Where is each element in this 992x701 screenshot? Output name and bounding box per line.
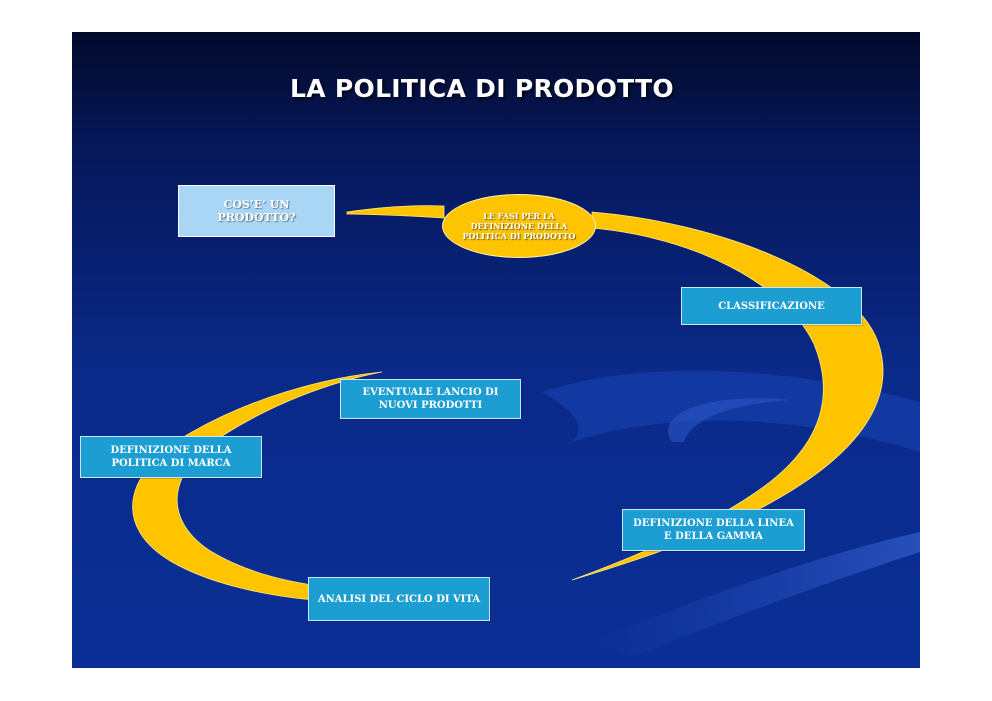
step-box-brand-policy: DEFINIZIONE DELLA POLITICA DI MARCA [80, 436, 262, 478]
step-box-line-and-range: DEFINIZIONE DELLA LINEA E DELLA GAMMA [622, 509, 805, 551]
step-box-classification: CLASSIFICAZIONE [681, 287, 862, 325]
step-box-life-cycle: ANALISI DEL CICLO DI VITA [308, 577, 490, 621]
slide-title: LA POLITICA DI PRODOTTO [290, 74, 674, 103]
background-swoosh-small [592, 532, 920, 657]
flow-ribbon-intro [346, 205, 445, 219]
center-ellipse-phases: LE FASI PER LA DEFINIZIONE DELLA POLITIC… [442, 194, 596, 258]
step-box-new-products: EVENTUALE LANCIO DI NUOVI PRODOTTI [340, 379, 521, 419]
intro-box-what-is-product: COS’E’ UN PRODOTTO? [178, 185, 335, 237]
background-swoosh-arc [668, 398, 792, 442]
slide-decoration [132, 205, 920, 657]
slide: LA POLITICA DI PRODOTTO COS’E’ UN PRODOT… [72, 32, 920, 668]
flow-ribbon-lower-left [132, 371, 473, 603]
